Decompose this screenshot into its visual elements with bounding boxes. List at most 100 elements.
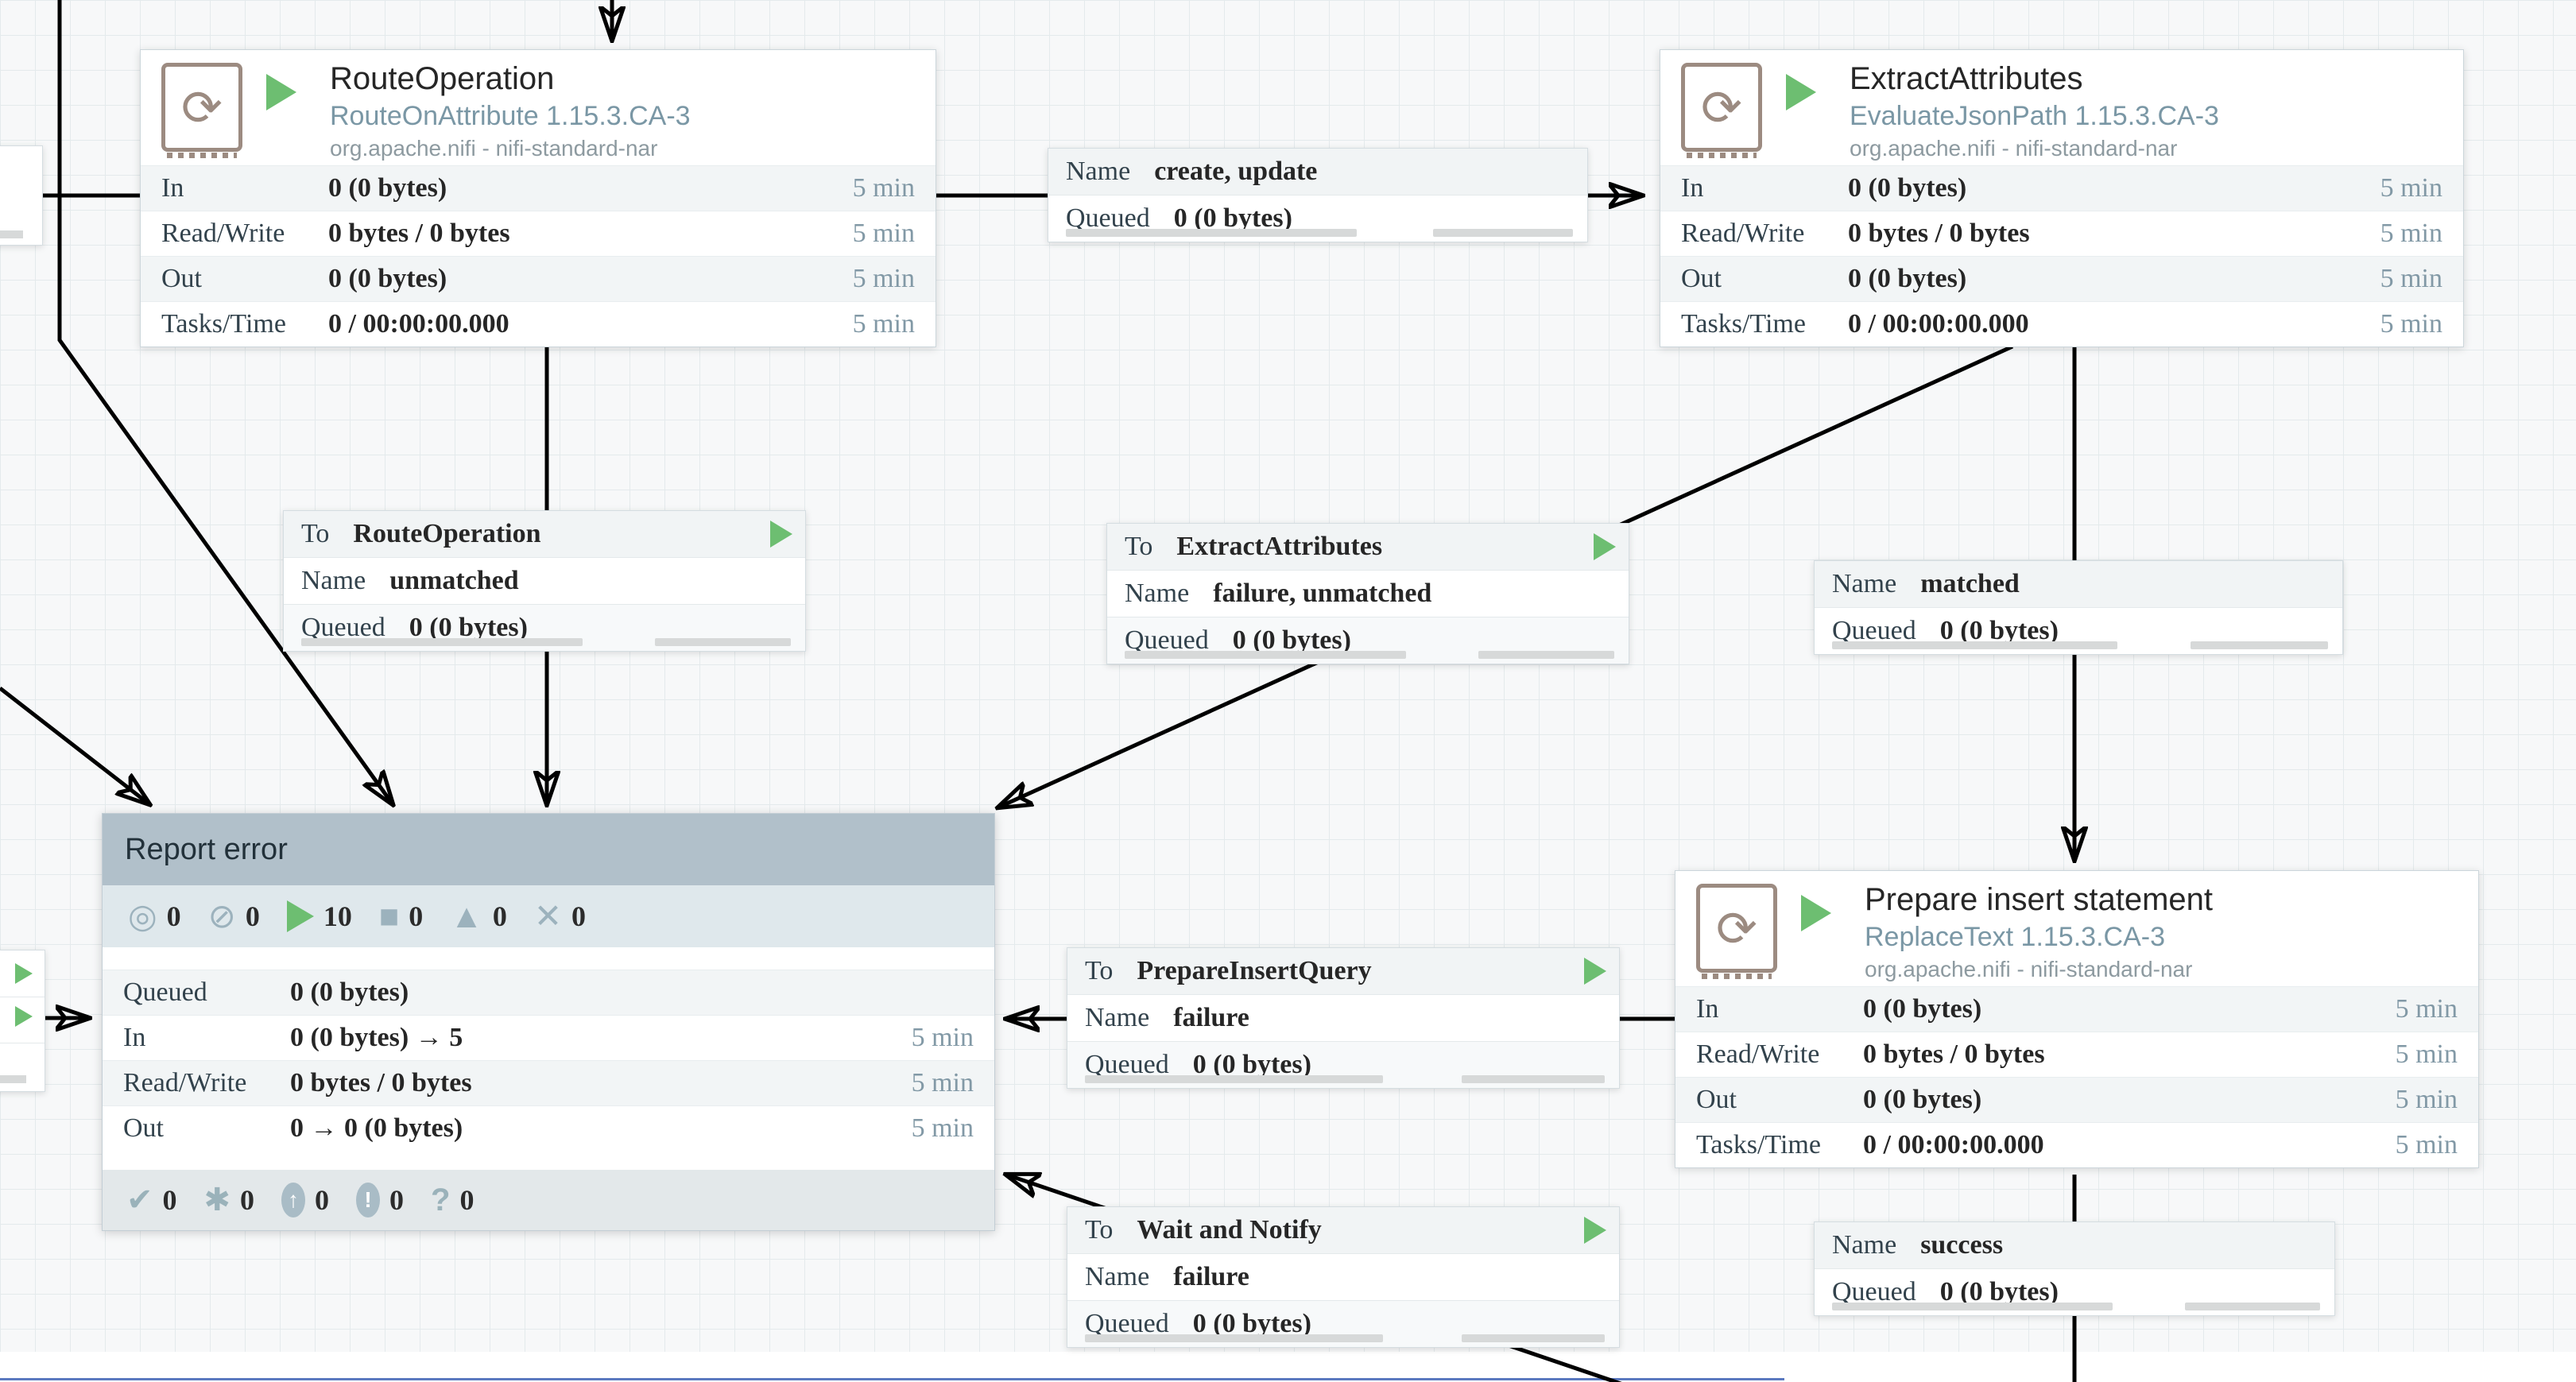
stat-window: 5 min [2380,264,2442,293]
connection-name-row: Name failure, unmatched [1107,570,1629,617]
queue-progress-bar [1432,229,1573,237]
queue-progress-bar [1832,641,2117,649]
queued-field-value: 0 (0 bytes) [1192,1050,1311,1079]
process-group-status-bar: ◎ 0 ⊘ 0 10 ■ 0 ▲ 0 ✕ 0 [103,885,994,947]
connection-name-row: Name unmatched [284,557,805,604]
stat-label: Out [123,1113,164,1143]
queue-progress-bar [1085,1334,1383,1342]
stat-value: 0 (0 bytes) [1863,994,1982,1024]
clipped-connection-label[interactable] [0,950,45,1092]
stat-window: 5 min [2395,994,2458,1024]
destination-run-status-icon [1584,958,1606,985]
queued-field-label: Queued [1066,203,1150,233]
processor-prepare-insert-statement[interactable]: ⟳ Prepare insert statement ReplaceText 1… [1675,870,2479,1168]
sync-failure-count: 0 [459,1184,475,1216]
transmitting-count: 0 [166,900,181,932]
connection-to-row: To Wait and Notify [1067,1207,1619,1253]
process-group-report-error[interactable]: Report error ◎ 0 ⊘ 0 10 ■ 0 ▲ 0 ✕ 0 Queu… [102,813,995,1231]
stat-label: Tasks/Time [1696,1130,1821,1159]
canvas-bottom-edge [0,1378,1784,1380]
queue-progress-bar [655,638,791,646]
not-transmitting-icon: ⊘ [207,897,236,935]
queued-field-value: 0 (0 bytes) [1232,625,1351,655]
processor-routeoperation[interactable]: ⟳ RouteOperation RouteOnAttribute 1.15.3… [140,49,936,347]
queue-progress-bar [2191,641,2328,649]
stale-count: 0 [315,1184,330,1216]
disabled-count: 0 [571,900,587,932]
connection-label-success[interactable]: Name success Queued 0 (0 bytes) [1814,1221,2335,1316]
queued-field-value: 0 (0 bytes) [1192,1309,1311,1338]
stat-window: 5 min [2380,309,2442,339]
stat-label: Out [1696,1085,1737,1114]
connection-label-matched[interactable]: Name matched Queued 0 (0 bytes) [1814,560,2343,655]
stat-row-tasks-time: Tasks/Time 0 / 00:00:00.000 5 min [1675,1122,2478,1167]
to-field-value: ExtractAttributes [1176,532,1383,561]
stat-row-read-write: Read/Write 0 bytes / 0 bytes 5 min [1675,1032,2478,1077]
up-to-date-icon: ✔ [126,1183,153,1217]
connection-queued-row: Queued 0 (0 bytes) [1067,1300,1619,1347]
running-icon [286,900,314,932]
stat-row-in: In 0 (0 bytes) 5 min [1675,986,2478,1032]
process-group-title: Report error [125,832,288,866]
connection-label-to-prepareinsertquery[interactable]: To PrepareInsertQuery Name failure Queue… [1067,947,1620,1089]
stat-value: 0 / 00:00:00.000 [1863,1130,2044,1159]
connection-label-create-update[interactable]: Name create, update Queued 0 (0 bytes) [1048,148,1588,242]
queue-progress-bar [1085,1075,1383,1083]
connection-label-to-routeoperation[interactable]: To RouteOperation Name unmatched Queued … [283,510,806,652]
clipped-connection-label[interactable] [0,145,43,246]
name-field-label: Name [1085,1003,1150,1032]
stat-value: 0 (0 bytes) [1848,264,1967,293]
destination-run-status-icon [1584,1217,1606,1244]
processor-header: ⟳ Prepare insert statement ReplaceText 1… [1675,871,2478,986]
name-field-label: Name [301,566,366,595]
to-field-label: To [1125,532,1153,561]
locally-modified-count: 0 [240,1184,255,1216]
processor-icon: ⟳ [1681,63,1762,158]
stat-window: 5 min [852,173,915,203]
stat-value: 0 bytes / 0 bytes [1848,219,2030,248]
connection-label-to-wait-and-notify[interactable]: To Wait and Notify Name failure Queued 0… [1067,1206,1620,1348]
connection-line-left-to-report-error-1[interactable] [57,0,393,804]
stat-value: 0 / 00:00:00.000 [1848,309,2029,339]
queue-progress-bar [301,638,583,646]
queued-field-value: 0 (0 bytes) [1939,1277,2059,1307]
to-field-value: Wait and Notify [1137,1215,1322,1245]
to-field-label: To [301,519,330,548]
queue-progress-bar [0,230,23,238]
connection-queued-row: Queued 0 (0 bytes) [1815,1268,2334,1315]
processor-icon: ⟳ [1696,884,1777,979]
processor-bundle: org.apache.nifi - nifi-standard-nar [330,136,658,161]
stat-value: 0 bytes / 0 bytes [328,219,510,248]
not-transmitting-count: 0 [245,900,260,932]
stat-value: 0 (0 bytes) → 5 [290,1023,463,1052]
stat-row-in: In 0 (0 bytes) → 5 5 min [103,1015,994,1060]
name-field-value: failure, unmatched [1213,579,1432,608]
connection-name-row: Name matched [1815,561,2342,607]
processor-title: RouteOperation [330,61,555,96]
processor-title: ExtractAttributes [1850,61,2083,96]
stat-window: 5 min [852,309,915,339]
name-field-value: unmatched [389,566,519,595]
locally-modified-and-stale-icon: ! [356,1183,381,1217]
connection-line-left-to-report-error-2[interactable] [0,687,149,804]
stat-value: 0 (0 bytes) [1848,173,1967,203]
name-field-label: Name [1066,157,1131,186]
queued-field-label: Queued [1832,1277,1916,1307]
locally-modified-and-stale-count: 0 [389,1184,405,1216]
process-group-header[interactable]: Report error [103,814,994,885]
name-field-value: matched [1920,569,2020,598]
processor-extractattributes[interactable]: ⟳ ExtractAttributes EvaluateJsonPath 1.1… [1660,49,2464,347]
processor-header: ⟳ RouteOperation RouteOnAttribute 1.15.3… [141,50,935,165]
stat-window: 5 min [2395,1130,2458,1159]
connection-label-to-extractattributes[interactable]: To ExtractAttributes Name failure, unmat… [1106,523,1629,664]
queue-progress-bar [1461,1075,1605,1083]
stale-icon: ↑ [281,1183,306,1217]
to-field-value: PrepareInsertQuery [1137,956,1372,985]
connection-name-row: Name failure [1067,1253,1619,1300]
queue-progress-bar [1125,651,1407,659]
stat-window: 5 min [2395,1085,2458,1114]
stat-row-tasks-time: Tasks/Time 0 / 00:00:00.000 5 min [1660,301,2463,346]
stat-window: 5 min [911,1068,974,1097]
stat-row-out: Out 0 (0 bytes) 5 min [141,256,935,301]
